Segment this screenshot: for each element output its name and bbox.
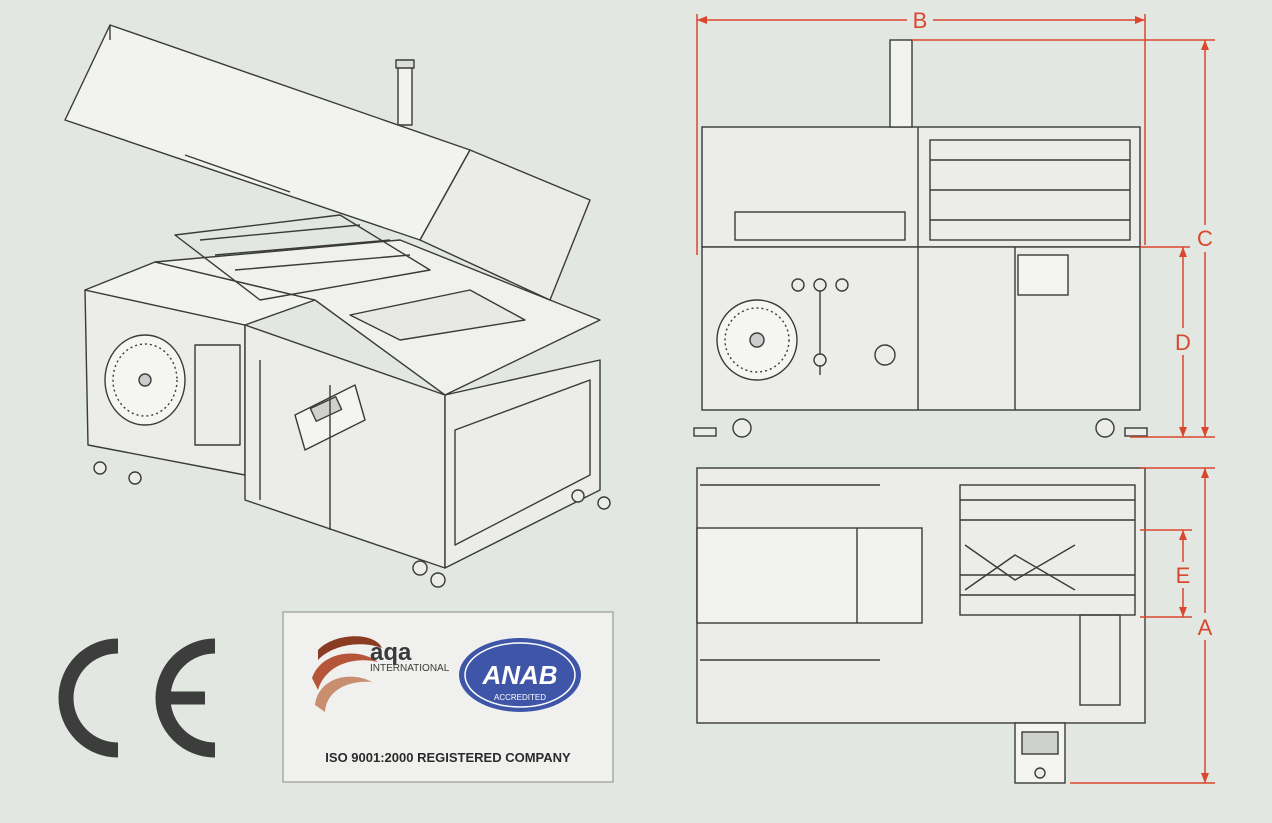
aqa-international: INTERNATIONAL — [370, 663, 450, 674]
dimension-label-c: C — [1197, 226, 1213, 251]
anab-logo: ANAB ACCREDITED — [459, 638, 581, 712]
iso-registration-statement: ISO 9001:2000 REGISTERED COMPANY — [325, 750, 571, 765]
anab-name: ANAB — [481, 660, 557, 690]
dimension-label-d: D — [1175, 330, 1191, 355]
aqa-logo: aqa INTERNATIONAL — [312, 636, 450, 712]
top-plan-view — [696, 467, 1146, 784]
aqa-name: aqa — [370, 639, 412, 666]
ce-mark-text: CE — [0, 0, 2, 1]
certification-panel: aqa INTERNATIONAL ANAB ACCREDITED ISO 90… — [282, 611, 614, 783]
anab-accredited: ACCREDITED — [494, 693, 546, 702]
front-elevation-view — [693, 39, 1148, 438]
ce-mark-logo: CE — [0, 0, 216, 758]
dimension-label-a: A — [1198, 615, 1213, 640]
isometric-machine-view — [64, 24, 611, 588]
dimension-label-b: B — [913, 8, 928, 33]
dimension-lines — [696, 14, 1215, 784]
dimension-label-e: E — [1176, 563, 1191, 588]
